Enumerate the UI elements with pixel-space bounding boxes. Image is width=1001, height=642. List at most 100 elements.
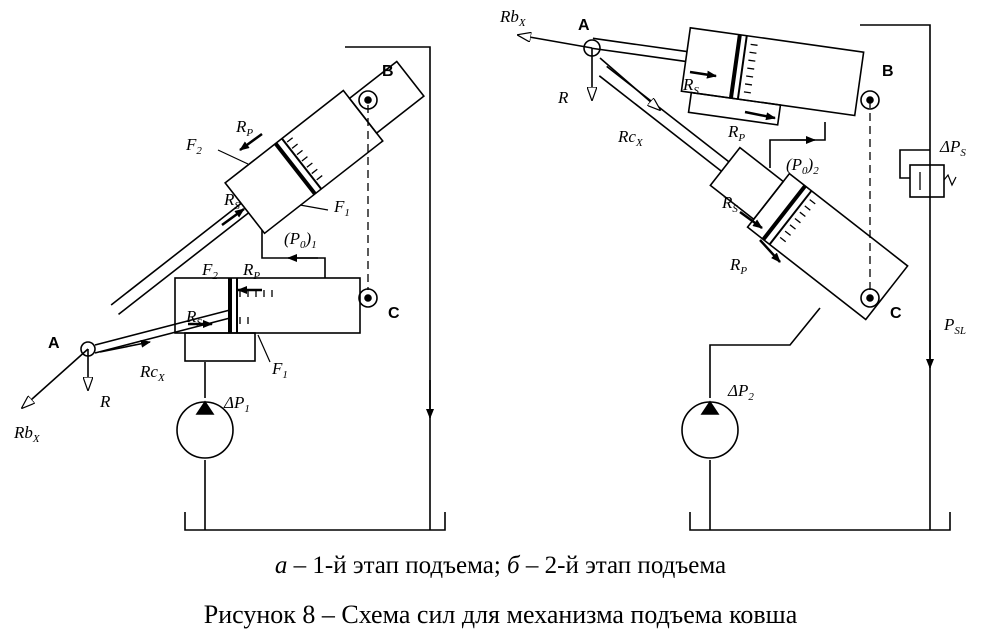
- left-lift-piston-2: [281, 137, 323, 190]
- left-labels: B C A R RbX RcX F2 RP RS F1 (P0)1 F2 RP …: [13, 63, 400, 445]
- svg-text:(P0)1: (P0)1: [284, 229, 317, 251]
- left-hinge-c: [358, 288, 378, 308]
- right-label-rs: R: [682, 75, 694, 94]
- caption-stage-1: – 1-й этап подъема;: [293, 552, 501, 579]
- svg-text:RS: RS: [185, 307, 202, 329]
- right-force-rp2-arrow: [759, 239, 781, 263]
- right-label-dp2: ΔP: [727, 381, 748, 400]
- right-label-rs2: R: [721, 193, 733, 212]
- left-force-rs-arrow: [221, 207, 245, 227]
- right-force-rcx-arrow: [599, 57, 660, 110]
- left-hinge-b: [358, 90, 378, 110]
- left-label-rp2: R: [242, 260, 254, 279]
- right-label-dps: ΔP: [939, 137, 960, 156]
- right-hinge-b: [860, 90, 880, 110]
- left-bucket-cylinder-tail: [184, 332, 256, 362]
- left-frame-line: [345, 46, 431, 530]
- svg-text:F2: F2: [201, 260, 218, 282]
- left-lift-piston: [273, 142, 317, 196]
- svg-text:RcX: RcX: [617, 127, 644, 149]
- left-label-c: C: [388, 305, 400, 322]
- right-force-rs2-arrow: [739, 210, 763, 230]
- right-relief-line: [899, 149, 930, 179]
- left-label-r: R: [99, 392, 111, 411]
- left-label-rp: R: [235, 117, 247, 136]
- right-lift-rod-2: [598, 75, 722, 172]
- right-label-rcx: Rc: [617, 127, 636, 146]
- right-lift-cylinder-head: [709, 146, 785, 221]
- left-pump-triangle-icon: [195, 400, 215, 415]
- caption-label-a: а: [274, 552, 288, 579]
- right-force-rs-arrow: [689, 70, 717, 79]
- svg-text:RbX: RbX: [13, 423, 41, 445]
- left-label-f1: F: [333, 197, 345, 216]
- svg-text:RS: RS: [682, 75, 699, 97]
- caption-label-b: б: [507, 552, 520, 579]
- right-pump-line-top: [709, 307, 821, 398]
- svg-text:F2: F2: [185, 135, 202, 157]
- right-label-p0: (P: [786, 155, 802, 174]
- left-bucket-pressure-hatch: [239, 290, 273, 324]
- left-bucket-rod: [94, 309, 231, 346]
- right-label-rp2: R: [729, 255, 741, 274]
- left-label-b: B: [382, 63, 394, 80]
- svg-text:PSL: PSL: [943, 315, 966, 337]
- svg-text:RbX: RbX: [499, 7, 527, 29]
- left-diagram: [22, 46, 446, 531]
- left-label-dp1: ΔP: [223, 393, 244, 412]
- svg-text:RP: RP: [242, 260, 260, 282]
- right-label-b: B: [882, 63, 894, 80]
- caption-stage-2: – 2-й этап подъема: [525, 552, 727, 579]
- right-label-rp: R: [727, 122, 739, 141]
- left-label-rs: R: [223, 190, 235, 209]
- right-pump-triangle-icon: [700, 400, 720, 415]
- left-label-p0: (P: [284, 229, 300, 248]
- svg-text:RP: RP: [729, 255, 747, 277]
- right-force-rbx-arrow: [518, 35, 593, 49]
- svg-text:RP: RP: [727, 122, 745, 144]
- svg-text:RcX: RcX: [139, 362, 166, 384]
- right-tank: [689, 512, 951, 531]
- svg-text:RP: RP: [235, 117, 253, 139]
- left-lift-rod-2: [118, 212, 250, 316]
- right-bucket-rod-2: [591, 47, 686, 63]
- svg-text:F1: F1: [333, 197, 350, 219]
- right-bucket-piston: [728, 34, 742, 99]
- svg-text:RS: RS: [223, 190, 240, 212]
- force-scheme-diagram: B C A R RbX RcX F2 RP RS F1 (P0)1 F2 RP …: [13, 7, 966, 531]
- left-label-f1b: F: [271, 359, 283, 378]
- right-label-a: A: [578, 17, 590, 34]
- right-force-rp-arrow: [744, 110, 776, 121]
- right-bucket-cylinder-tail: [687, 91, 782, 126]
- left-lift-pressure-hatch: [286, 137, 323, 181]
- svg-text:ΔP1: ΔP1: [223, 393, 250, 415]
- right-label-rbx: Rb: [499, 7, 519, 26]
- right-bucket-rod: [592, 37, 688, 53]
- left-bucket-cylinder-body: [174, 277, 361, 334]
- left-tank: [184, 512, 446, 531]
- svg-text:(P0)2: (P0)2: [786, 155, 819, 177]
- figure-title: Рисунок 8 – Схема сил для механизма подъ…: [203, 600, 798, 629]
- left-label-rs2: R: [185, 307, 197, 326]
- left-label-rcx: Rc: [139, 362, 158, 381]
- left-lift-cylinder-head: [348, 60, 425, 135]
- left-label-a: A: [48, 335, 60, 352]
- svg-text:F1: F1: [271, 359, 288, 381]
- right-bucket-piston-2: [736, 35, 748, 100]
- right-diagram: [518, 24, 957, 531]
- right-bucket-cylinder-body: [680, 26, 865, 117]
- right-lift-piston-2: [768, 190, 813, 246]
- right-label-c: C: [890, 305, 902, 322]
- right-hinge-c: [860, 288, 880, 308]
- left-force-rp-arrow: [239, 132, 263, 152]
- right-label-r: R: [557, 88, 569, 107]
- svg-text:ΔPS: ΔPS: [939, 137, 966, 159]
- right-relief-valve-icon: [909, 164, 945, 198]
- left-force-rbx-arrow: [22, 348, 89, 408]
- left-lift-rod: [110, 202, 242, 306]
- right-lift-piston: [761, 184, 807, 241]
- right-labels: RbX A R RcX RS RP B C (P0)2 RS RP ΔPS PS…: [499, 7, 966, 403]
- left-label-f2b: F: [201, 260, 213, 279]
- stage-caption: а – 1-й этап подъема; б – 2-й этап подъе…: [0, 552, 1001, 580]
